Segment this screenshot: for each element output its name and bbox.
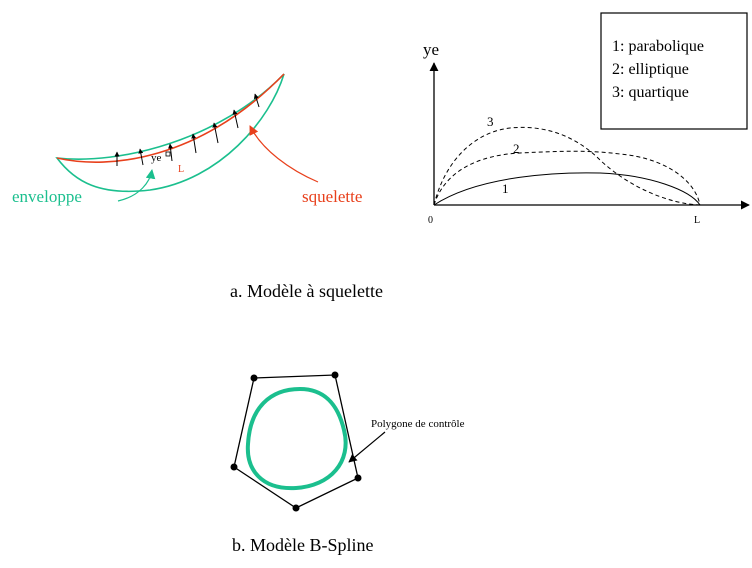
- envelope-outline: [55, 73, 285, 193]
- curve-label-3: 3: [487, 114, 494, 129]
- control-point: [354, 474, 362, 482]
- skeleton-model-diagram: ye L squelette enveloppe: [12, 73, 362, 206]
- thickness-arrow: [253, 93, 260, 108]
- control-polygon: [233, 374, 359, 509]
- graph-legend: 1: parabolique 2: elliptique 3: quartiqu…: [600, 12, 748, 130]
- thickness-arrows: [114, 93, 260, 166]
- thickness-marker: [165, 151, 171, 157]
- polygon-pointer-arrow: [348, 431, 386, 463]
- control-point: [331, 371, 339, 379]
- control-point: [250, 374, 258, 382]
- legend-item: 1: parabolique: [612, 38, 704, 55]
- legend-item: 3: quartique: [612, 84, 689, 101]
- thickness-arrow: [168, 143, 174, 162]
- thickness-arrow: [212, 122, 219, 144]
- skeleton-curve: [56, 73, 285, 163]
- control-point: [292, 504, 300, 512]
- curve-label-1: 1: [502, 181, 509, 196]
- skeleton-pointer-arrow: [249, 125, 319, 183]
- curve-parabolic: [433, 172, 701, 206]
- caption-panel-a: a. Modèle à squelette: [230, 281, 383, 301]
- legend-box: [600, 12, 748, 130]
- curve-elliptic: [433, 150, 701, 206]
- x-end-label: L: [694, 215, 700, 226]
- x-origin-label: 0: [428, 215, 433, 226]
- thickness-distribution-graph: ye 0 L 1 2 3 1: parabolique 2: elliptiqu…: [423, 12, 750, 226]
- caption-panel-b: b. Modèle B-Spline: [232, 535, 374, 555]
- control-point: [230, 463, 238, 471]
- thickness-arrow: [191, 133, 197, 154]
- thickness-arrow: [138, 148, 144, 166]
- y-axis-label: ye: [423, 40, 439, 59]
- polygon-label: Polygone de contrôle: [371, 418, 465, 430]
- thickness-arrow: [232, 109, 239, 129]
- envelope-label: enveloppe: [12, 187, 82, 206]
- bspline-curve: [245, 386, 348, 491]
- bspline-model-diagram: Polygone de contrôle: [230, 371, 465, 512]
- legend-item: 2: elliptique: [612, 61, 689, 78]
- envelope-pointer-arrow: [117, 169, 156, 202]
- curve-label-2: 2: [513, 141, 520, 156]
- control-points: [230, 371, 362, 512]
- ye-label: ye: [151, 152, 162, 164]
- curve-quartic: [433, 126, 701, 206]
- skeleton-label: squelette: [302, 187, 362, 206]
- L-label: L: [178, 164, 184, 175]
